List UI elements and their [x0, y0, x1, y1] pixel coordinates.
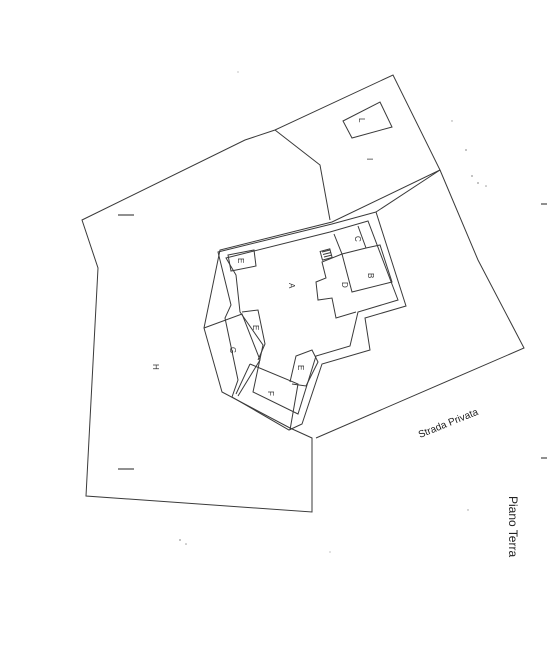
lot-i-divider [274, 129, 331, 221]
room-label-e-lower: E [296, 365, 305, 370]
wall-f [249, 363, 299, 431]
lot-east-left-edge [375, 169, 441, 213]
lot-east-outline [315, 169, 525, 439]
room-label-h: H [151, 364, 160, 370]
stair-symbol [319, 248, 333, 261]
room-label-g: G [228, 347, 237, 353]
room-label-d: D [340, 282, 349, 288]
room-l-outline [342, 101, 393, 139]
building-outline [203, 211, 407, 431]
wall-b [341, 244, 393, 293]
wall-g [203, 313, 261, 397]
room-e-middle [241, 309, 266, 361]
room-e-lower [289, 349, 319, 387]
scan-marks [118, 71, 547, 553]
wall-f-left [235, 363, 251, 395]
wall-d [315, 253, 357, 319]
room-label-c: C [353, 236, 362, 242]
room-label-i: I [365, 158, 374, 160]
floor-label: Piano Terra [506, 496, 520, 557]
room-e-upper [227, 249, 257, 272]
room-label-e-upper: E [236, 258, 245, 263]
building-exterior-wall [217, 211, 407, 431]
wall-c [333, 225, 367, 255]
room-label-b: B [366, 273, 375, 278]
room-labels: A B C D E E E F G H I L [151, 118, 375, 396]
room-label-f: F [266, 391, 275, 396]
site-boundaries [81, 74, 525, 513]
lot-h-outline [81, 74, 441, 513]
road-label: Strada Privata [417, 407, 480, 441]
room-label-e-middle: E [251, 325, 260, 330]
building-interior-wall [225, 220, 399, 415]
room-label-l: L [357, 118, 366, 123]
room-label-a: A [287, 283, 296, 289]
